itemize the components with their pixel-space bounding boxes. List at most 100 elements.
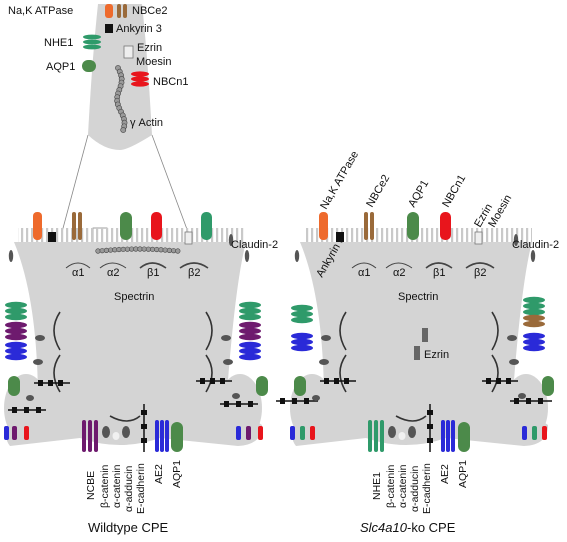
ko-ezrin-cyto-icon-1	[422, 328, 428, 342]
ko-subunit-a1: α1	[358, 267, 370, 279]
ko-adducin	[408, 426, 416, 438]
ko-left-lower-blob	[312, 395, 320, 401]
ko-cell-body	[292, 242, 548, 446]
ko-basal-arc	[395, 415, 427, 422]
ko-ankyrin3-icon	[336, 232, 344, 242]
wt-subunit-a1: α1	[72, 267, 84, 279]
actin-bead	[154, 246, 160, 253]
ko-left-nhe1	[291, 304, 313, 324]
wt-left-lower-blob	[26, 395, 34, 401]
ko-label-nbce2: NBCe2	[364, 173, 392, 210]
wt-subunit-b1: β1	[147, 267, 159, 279]
ko-right-adjacent-cell	[504, 374, 548, 442]
ko-label-nbcn1: NBCn1	[440, 173, 468, 210]
actin-bead	[107, 247, 114, 253]
ko-label-alpha-adducin: α-adducin	[409, 465, 421, 512]
ko-label-na-k-atpase: Na,K ATPase	[318, 149, 361, 211]
wt-aqp1-basal	[171, 422, 183, 452]
actin-bead	[112, 247, 118, 253]
ko-right-nbce2-lateral	[523, 314, 545, 328]
ko-spectrin-arc-a2	[385, 262, 413, 269]
actin-bead	[171, 248, 177, 254]
wt-gamma-actin	[95, 246, 181, 254]
actin-bead	[120, 127, 127, 133]
wt-right-ncbe	[239, 321, 261, 341]
wt-left-cadherin-strand	[34, 380, 70, 386]
wildtype-cell-body	[6, 242, 262, 446]
wt-right-ae2	[239, 341, 261, 361]
ko-claudin2-label: Claudin-2	[512, 239, 559, 251]
aqp1-icon	[82, 60, 96, 72]
ko-left-dark-blob	[321, 335, 331, 341]
nbce2-icon-1	[117, 4, 121, 18]
inset-label-nbce2: NBCe2	[132, 5, 167, 17]
wt-left-ncbe	[5, 321, 27, 341]
ko-nhe1-basal	[368, 420, 384, 452]
ko-label-alpha-catenin: α-catenin	[397, 464, 409, 508]
wt-label-e-cadherin: E-cadherin	[135, 463, 147, 514]
na-k-atpase-icon	[105, 4, 113, 18]
wt-label-ncbe: NCBE	[85, 471, 97, 500]
wt-nbce2-icon-2	[78, 212, 82, 240]
ko-left-cadherin-strand	[320, 378, 356, 384]
ko-subunit-b2: β2	[474, 267, 486, 279]
wt-left-arc-1	[53, 311, 61, 351]
ko-left-arc-1	[339, 311, 347, 351]
ko-spectrin-arc-a1	[351, 262, 377, 269]
ko-right-dark-blob	[507, 335, 517, 341]
ko-caption-italic: Slc4a10	[360, 520, 408, 535]
wt-label-alpha-catenin: α-catenin	[111, 464, 123, 508]
wt-spectrin-arc-b1	[139, 262, 167, 269]
inset-label-gamma-actin: γ Actin	[130, 117, 163, 129]
ko-right-arc-1	[491, 311, 499, 351]
gamma-actin-filament	[114, 65, 128, 133]
wt-spectrin-arc-b2	[179, 262, 209, 269]
ko-right-lower-blob	[518, 393, 526, 399]
nhe1-icon	[83, 34, 101, 50]
ko-label-ae2: AE2	[439, 464, 451, 484]
wt-right-adjacent-cell	[218, 374, 262, 442]
ko-ae2-basal	[441, 420, 455, 452]
inset-label-na-k-atpase: Na,K ATPase	[8, 5, 73, 17]
wt-right-cadherin-strand	[196, 378, 232, 384]
ko-label-nhe1: NHE1	[371, 472, 383, 500]
actin-bead	[95, 248, 101, 254]
wt-label-beta-catenin: β-catenin	[99, 464, 111, 508]
ko-aqp1-icon	[407, 212, 419, 240]
ko-label-beta-catenin: β-catenin	[385, 464, 397, 508]
wt-label-aqp1: AQP1	[171, 460, 183, 488]
ko-left-aqp1-lower	[294, 376, 306, 396]
wt-right-dark-blob-2	[223, 359, 233, 365]
actin-bead	[162, 247, 168, 253]
ko-catenin-b	[388, 426, 396, 438]
wt-left-dark-blob	[35, 335, 45, 341]
ko-right-arc-2	[491, 354, 499, 393]
wt-left-ae2	[5, 341, 27, 361]
wt-left-lower-cadherin	[8, 407, 46, 413]
wt-ankyrin3-icon	[48, 232, 56, 242]
wt-subunit-a2: α2	[107, 267, 119, 279]
wt-nhe1-apical-icon	[201, 212, 212, 240]
ko-right-cadherin-strand	[482, 378, 518, 384]
ko-label-aqp1: AQP1	[406, 178, 431, 209]
inset-zoom-line-left	[61, 134, 89, 233]
inset-label-ezrin: Ezrin	[137, 42, 162, 54]
ko-right-ae2	[523, 332, 545, 352]
ankyrin3-icon	[105, 24, 113, 33]
ko-ezrin-cyto-label: Ezrin	[424, 349, 449, 361]
wt-ecadherin	[141, 404, 147, 452]
wt-ezrin-icon	[184, 231, 193, 245]
wt-subunit-b2: β2	[188, 267, 200, 279]
ko-nbcn1-icon	[440, 212, 451, 240]
wt-right-aqp1-lower	[256, 376, 268, 396]
wt-left-aqp1-lower	[8, 376, 20, 396]
ko-right-bottom-pair	[522, 426, 547, 440]
wt-right-dark-blob	[221, 335, 231, 341]
ko-right-lower-cadherin	[510, 398, 552, 404]
ko-caption: Slc4a10-ko CPE	[360, 520, 456, 535]
wt-catenin-b	[102, 426, 110, 438]
ko-nbce2-icon-2	[370, 212, 374, 240]
wt-nbcn1-icon	[151, 212, 162, 240]
ko-nbce2-icon-1	[364, 212, 368, 240]
ko-left-ae2	[291, 332, 313, 352]
